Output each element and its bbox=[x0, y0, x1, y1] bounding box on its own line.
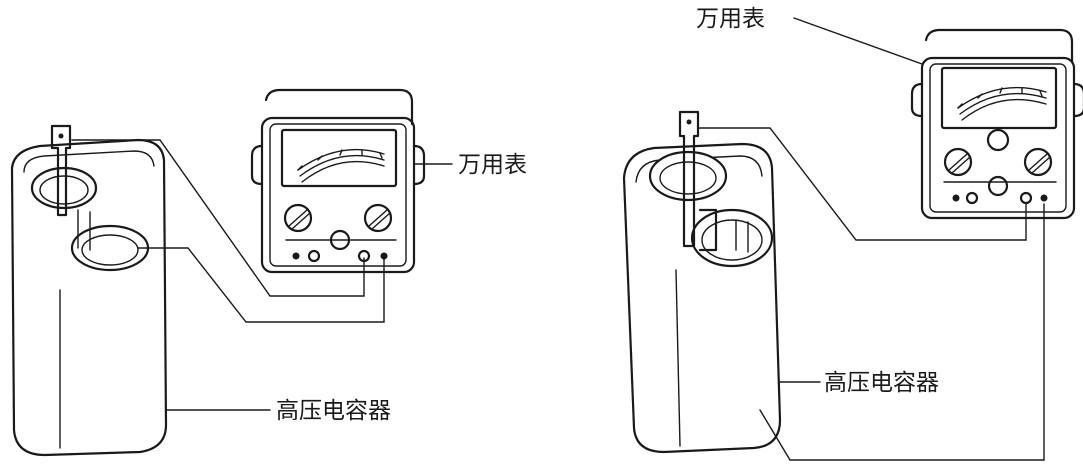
right-capacitor bbox=[624, 112, 780, 452]
left-capacitor bbox=[12, 126, 166, 455]
right-test-leads bbox=[698, 128, 1044, 460]
right-multimeter bbox=[912, 30, 1083, 218]
right-figure: 万用表 高压电容器 bbox=[624, 6, 1083, 460]
left-capacitor-label: 高压电容器 bbox=[276, 398, 391, 424]
right-multimeter-leader bbox=[794, 18, 922, 64]
right-capacitor-label: 高压电容器 bbox=[824, 370, 939, 396]
left-multimeter bbox=[252, 90, 424, 272]
left-figure: 万用表 高压电容器 bbox=[12, 90, 527, 455]
left-multimeter-label: 万用表 bbox=[458, 152, 527, 178]
right-multimeter-label: 万用表 bbox=[696, 6, 765, 32]
